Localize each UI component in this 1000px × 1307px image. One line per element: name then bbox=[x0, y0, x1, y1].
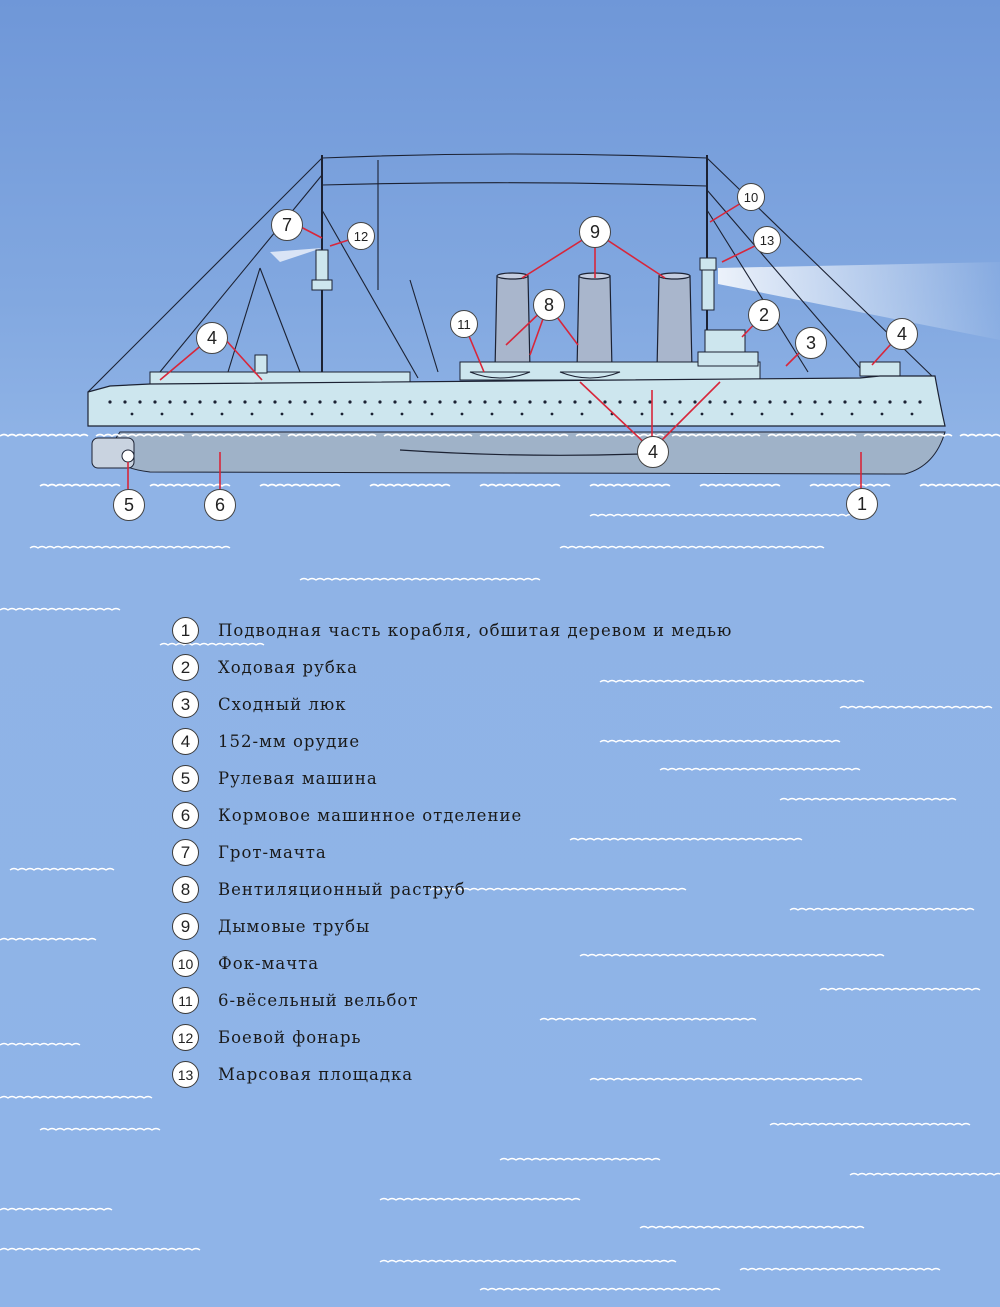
callout-7: 7 bbox=[271, 209, 303, 241]
legend-number: 4 bbox=[172, 728, 199, 755]
callout-4-forward: 4 bbox=[886, 318, 918, 350]
legend-label: 6-вёсельный вельбот bbox=[218, 991, 419, 1010]
legend-label: Сходный люк bbox=[218, 695, 347, 714]
waterline-waves bbox=[0, 433, 1000, 487]
callout-13: 13 bbox=[753, 226, 781, 254]
legend: 1 Подводная часть корабля, обшитая дерево… bbox=[172, 612, 812, 1093]
callout-8: 8 bbox=[533, 289, 565, 321]
sea-waves bbox=[0, 513, 1000, 1291]
legend-number: 10 bbox=[172, 950, 199, 977]
legend-label: Грот-мачта bbox=[218, 843, 327, 862]
callout-1: 1 bbox=[846, 488, 878, 520]
legend-label: Ходовая рубка bbox=[218, 658, 358, 677]
legend-item: 7 Грот-мачта bbox=[172, 834, 812, 871]
callout-11: 11 bbox=[450, 310, 478, 338]
portholes bbox=[108, 400, 922, 416]
legend-number: 1 bbox=[172, 617, 199, 644]
legend-number: 8 bbox=[172, 876, 199, 903]
callout-4-aft: 4 bbox=[196, 322, 228, 354]
searchlight-beam-aft bbox=[270, 248, 322, 262]
legend-number: 3 bbox=[172, 691, 199, 718]
legend-number: 13 bbox=[172, 1061, 199, 1088]
callout-2: 2 bbox=[748, 299, 780, 331]
legend-item: 8 Вентиляционный раструб bbox=[172, 871, 812, 908]
legend-item: 6 Кормовое машинное отделение bbox=[172, 797, 812, 834]
legend-number: 5 bbox=[172, 765, 199, 792]
callout-5: 5 bbox=[113, 489, 145, 521]
legend-item: 11 6-вёсельный вельбот bbox=[172, 982, 812, 1019]
rigging bbox=[87, 153, 935, 393]
hull-above-waterline bbox=[87, 375, 946, 427]
legend-item: 3 Сходный люк bbox=[172, 686, 812, 723]
legend-number: 6 bbox=[172, 802, 199, 829]
callout-3: 3 bbox=[795, 327, 827, 359]
legend-item: 9 Дымовые трубы bbox=[172, 908, 812, 945]
legend-item: 10 Фок-мачта bbox=[172, 945, 812, 982]
legend-label: Подводная часть корабля, обшитая деревом… bbox=[218, 621, 733, 640]
callout-9: 9 bbox=[579, 216, 611, 248]
legend-item: 4 152-мм орудие bbox=[172, 723, 812, 760]
legend-item: 12 Боевой фонарь bbox=[172, 1019, 812, 1056]
callout-10: 10 bbox=[737, 183, 765, 211]
callout-12: 12 bbox=[347, 222, 375, 250]
legend-number: 2 bbox=[172, 654, 199, 681]
legend-label: Боевой фонарь bbox=[218, 1028, 362, 1047]
legend-label: Вентиляционный раструб bbox=[218, 880, 466, 899]
legend-item: 13 Марсовая площадка bbox=[172, 1056, 812, 1093]
hull-below-waterline bbox=[107, 431, 946, 475]
legend-number: 12 bbox=[172, 1024, 199, 1051]
legend-number: 11 bbox=[172, 987, 199, 1014]
legend-item: 2 Ходовая рубка bbox=[172, 649, 812, 686]
legend-item: 5 Рулевая машина bbox=[172, 760, 812, 797]
legend-item: 1 Подводная часть корабля, обшитая дерево… bbox=[172, 612, 812, 649]
searchlight-beam-forward bbox=[718, 262, 1000, 340]
callout-6: 6 bbox=[204, 489, 236, 521]
callout-4-midships: 4 bbox=[637, 436, 669, 468]
legend-label: Марсовая площадка bbox=[218, 1065, 414, 1084]
legend-label: Рулевая машина bbox=[218, 769, 378, 788]
funnels bbox=[494, 272, 693, 371]
legend-label: Фок-мачта bbox=[218, 954, 320, 973]
legend-label: Кормовое машинное отделение bbox=[218, 806, 523, 825]
legend-number: 7 bbox=[172, 839, 199, 866]
legend-label: 152-мм орудие bbox=[218, 732, 361, 751]
legend-number: 9 bbox=[172, 913, 199, 940]
legend-label: Дымовые трубы bbox=[218, 917, 371, 936]
